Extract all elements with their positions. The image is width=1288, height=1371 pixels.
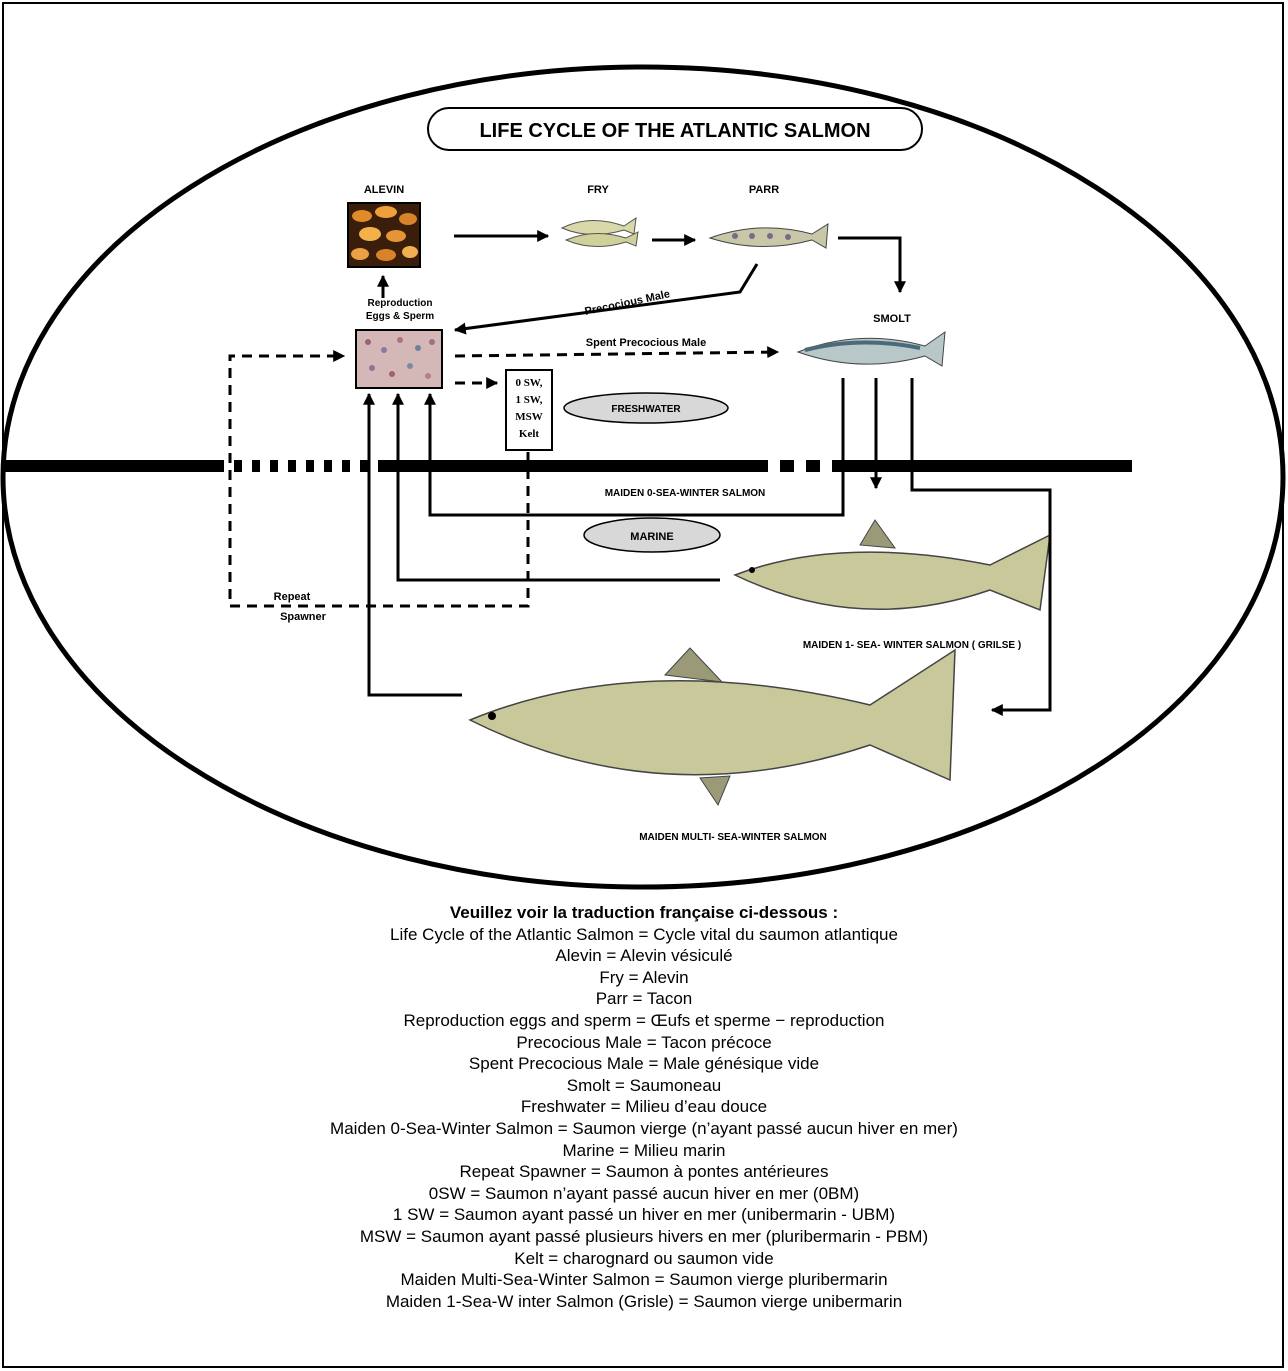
diagram-title: LIFE CYCLE OF THE ATLANTIC SALMON bbox=[479, 120, 870, 142]
grilse-label: MAIDEN 1- SEA- WINTER SALMON ( GRILSE ) bbox=[803, 640, 1021, 651]
marine-label: MARINE bbox=[630, 531, 673, 543]
maiden-0sw-label: MAIDEN 0-SEA-WINTER SALMON bbox=[605, 488, 766, 499]
reproduction-label-2: Eggs & Sperm bbox=[366, 311, 434, 322]
translation-line: Repeat Spawner = Saumon à pontes antérie… bbox=[0, 1161, 1288, 1183]
sw-box-line-4: Kelt bbox=[519, 428, 539, 440]
translation-line: Maiden 1-Sea-W inter Salmon (Grisle) = S… bbox=[0, 1291, 1288, 1313]
sw-box: 0 SW, 1 SW, MSW Kelt bbox=[506, 370, 552, 450]
alevin-image bbox=[348, 203, 420, 267]
translation-line: Smolt = Saumoneau bbox=[0, 1075, 1288, 1097]
translation-line: 0SW = Saumon n’ayant passé aucun hiver e… bbox=[0, 1183, 1288, 1205]
translation-line: Marine = Milieu marin bbox=[0, 1140, 1288, 1162]
spent-precocious-male-label: Spent Precocious Male bbox=[586, 337, 706, 349]
repeat-spawner-label-1: Repeat bbox=[274, 591, 311, 603]
smolt-label: SMOLT bbox=[873, 313, 911, 325]
translation-line: Freshwater = Milieu d’eau douce bbox=[0, 1096, 1288, 1118]
translation-line: Parr = Tacon bbox=[0, 988, 1288, 1010]
translation-line: Fry = Alevin bbox=[0, 967, 1288, 989]
sw-box-line-2: 1 SW, bbox=[515, 394, 542, 406]
translation-line: Kelt = charognard ou saumon vide bbox=[0, 1248, 1288, 1270]
translation-block: Veuillez voir la traduction française ci… bbox=[0, 902, 1288, 1312]
repeat-spawner-label-2: Spawner bbox=[280, 611, 327, 623]
translation-line: Maiden 0-Sea-Winter Salmon = Saumon vier… bbox=[0, 1118, 1288, 1140]
translation-line: Life Cycle of the Atlantic Salmon = Cycl… bbox=[0, 924, 1288, 946]
reproduction-label-1: Reproduction bbox=[368, 298, 433, 309]
translation-line: Spent Precocious Male = Male génésique v… bbox=[0, 1053, 1288, 1075]
fry-label: FRY bbox=[587, 184, 609, 196]
eggs-image bbox=[356, 330, 442, 388]
life-cycle-diagram: LIFE CYCLE OF THE ATLANTIC SALMON ALEVIN… bbox=[0, 0, 1288, 900]
translation-lines: Life Cycle of the Atlantic Salmon = Cycl… bbox=[0, 924, 1288, 1313]
alevin-label: ALEVIN bbox=[364, 184, 404, 196]
translation-line: Maiden Multi-Sea-Winter Salmon = Saumon … bbox=[0, 1269, 1288, 1291]
parr-label: PARR bbox=[749, 184, 779, 196]
translation-line: 1 SW = Saumon ayant passé un hiver en me… bbox=[0, 1204, 1288, 1226]
sw-box-line-3: MSW bbox=[515, 411, 543, 423]
translation-line: Precocious Male = Tacon précoce bbox=[0, 1032, 1288, 1054]
msw-salmon-label: MAIDEN MULTI- SEA-WINTER SALMON bbox=[639, 832, 827, 843]
translation-line: Reproduction eggs and sperm = Œufs et sp… bbox=[0, 1010, 1288, 1032]
translation-line: Alevin = Alevin vésiculé bbox=[0, 945, 1288, 967]
sw-box-line-1: 0 SW, bbox=[515, 377, 542, 389]
freshwater-label: FRESHWATER bbox=[611, 404, 681, 415]
translation-line: MSW = Saumon ayant passé plusieurs hiver… bbox=[0, 1226, 1288, 1248]
translation-heading: Veuillez voir la traduction française ci… bbox=[0, 902, 1288, 924]
